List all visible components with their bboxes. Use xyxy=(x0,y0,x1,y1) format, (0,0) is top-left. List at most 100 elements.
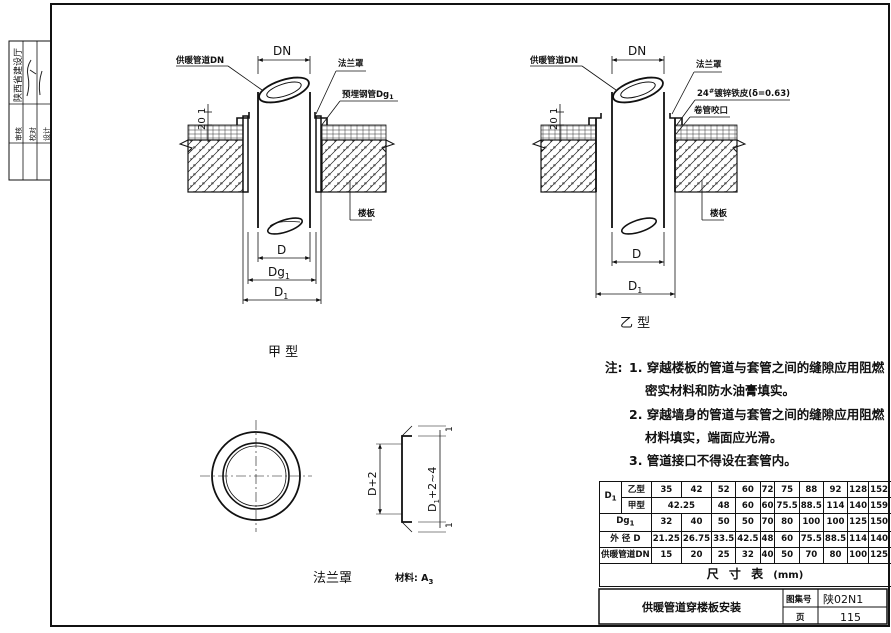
cell-d1-a-4: 75.5 xyxy=(774,497,800,514)
cell-d1-a-9: 180 xyxy=(889,497,891,514)
dim-1-bottom: 1 xyxy=(445,522,455,528)
dim-d-plus-2: D+2 xyxy=(366,471,379,496)
cell-dg1-8: 125 xyxy=(847,513,870,532)
drawing-title: 供暖管道穿楼板安装 xyxy=(641,600,741,614)
cell-dg1-2: 50 xyxy=(711,513,737,532)
dim-dg1: Dg1 xyxy=(268,265,290,281)
table-row: D1 乙型 35 42 52 60 72 75 88 92 128 152 17… xyxy=(598,481,891,514)
dim-20-a: 20 xyxy=(197,117,208,130)
table-row: 甲型 42.25 48 60 60 75.5 88.5 114 140 159 … xyxy=(600,497,891,514)
table-header-d1: D1 xyxy=(598,481,623,514)
cell-dg1-0: 32 xyxy=(650,513,682,532)
dimension-table: D1 乙型 35 42 52 60 72 75 88 92 128 152 17… xyxy=(598,481,891,587)
cell-dn-2: 25 xyxy=(711,546,737,564)
cell-dg1-9: 150 xyxy=(868,513,891,532)
cell-d1-b-1: 42 xyxy=(680,481,713,498)
table-row: 外 径 D 21.25 26.75 33.5 42.5 48 60 75.5 8… xyxy=(599,530,891,548)
side-stamp xyxy=(8,40,52,181)
atlas-label: 图集号 xyxy=(786,594,812,605)
cell-dn-7: 80 xyxy=(822,546,849,564)
cell-dg1-7: 100 xyxy=(822,513,849,532)
note-1b: 密实材料和防水油膏填实。 xyxy=(645,383,796,398)
cell-d1-a-6: 114 xyxy=(822,497,849,514)
label-seam: 卷管咬口 xyxy=(693,105,728,116)
cell-dg1-3: 50 xyxy=(735,513,761,532)
stamp-review: 审核 xyxy=(14,127,23,141)
cell-dn-0: 15 xyxy=(650,546,682,564)
cell-od-0: 21.25 xyxy=(650,530,682,548)
cell-d1-b-4: 72 xyxy=(759,481,776,498)
cell-d1-a-3: 60 xyxy=(759,497,776,514)
dim-20-b: 20 xyxy=(549,117,560,130)
label-flange-cover-a: 法兰罩 xyxy=(338,58,364,69)
page-label: 页 xyxy=(796,613,805,623)
stamp-design: 设计 xyxy=(42,127,51,141)
table-header-dn: 供暖管道DN xyxy=(599,546,652,564)
table-header-type-a: 甲型 xyxy=(621,497,652,514)
dim-d1-a: D1 xyxy=(274,285,288,301)
note-1a: 1. 穿越楼板的管道与套管之间的缝隙应用阻燃 xyxy=(629,360,885,375)
cell-od-2: 33.5 xyxy=(711,530,737,548)
page-number: 115 xyxy=(840,611,861,624)
cell-d1-b-6: 88 xyxy=(798,481,824,498)
table-header-type-b: 乙型 xyxy=(621,481,652,498)
cell-d1-b-7: 92 xyxy=(822,481,849,498)
cell-d1-a-5: 88.5 xyxy=(798,497,824,514)
cell-dn-9: 125 xyxy=(868,546,891,564)
cell-d1-b-2: 52 xyxy=(711,481,737,498)
cell-d1-b-0: 35 xyxy=(650,481,682,498)
table-row: 供暖管道DN 15 20 25 32 40 50 70 80 100 125 1… xyxy=(599,546,891,564)
cell-dn-4: 40 xyxy=(759,546,776,564)
flange-cover-title: 法兰罩 xyxy=(313,571,352,586)
cell-od-5: 60 xyxy=(774,530,800,548)
label-steel-sleeve: 预埋钢管Dg1 xyxy=(342,89,394,101)
note-3: 3. 管道接口不得设在套管内。 xyxy=(629,453,797,468)
cell-od-8: 114 xyxy=(847,530,870,548)
notes-prefix: 注: xyxy=(605,360,623,375)
signature xyxy=(26,59,43,97)
dim-d1-plus-2-4: D1+2~4 xyxy=(426,467,441,512)
cell-dn-6: 70 xyxy=(798,546,824,564)
sheet-border xyxy=(50,3,890,627)
cell-dn-5: 50 xyxy=(774,546,800,564)
stamp-check: 校对 xyxy=(28,127,37,141)
cell-dg1-5: 80 xyxy=(774,513,800,532)
dim-1-b: 1 xyxy=(549,108,560,114)
label-floor-b: 楼板 xyxy=(710,208,728,219)
table-row: Dg1 32 40 50 50 70 80 100 100 125 150 17… xyxy=(599,513,891,532)
cell-d1-a-1: 48 xyxy=(711,497,737,514)
type-b-section: DN 20 1 供暖管道DN 法兰罩 24#镀锌铁皮(δ=0.63) 卷管咬口 … xyxy=(529,44,790,331)
cell-d1-a-2: 60 xyxy=(735,497,761,514)
cell-d1-a-0: 42.25 xyxy=(650,497,713,514)
cell-dg1-6: 100 xyxy=(798,513,824,532)
table-caption-row: 尺 寸 表 (mm) xyxy=(599,562,891,587)
dim-d-a: D xyxy=(277,243,286,257)
cell-d1-b-5: 75 xyxy=(774,481,800,498)
cell-od-3: 42.5 xyxy=(735,530,761,548)
stamp-org: 陕西省建设厅 xyxy=(12,48,24,102)
cell-dg1-1: 40 xyxy=(680,513,713,532)
atlas-number: 陕02N1 xyxy=(823,592,863,606)
label-heat-pipe-b: 供暖管道DN xyxy=(529,55,578,66)
table-caption: 尺 寸 表 (mm) xyxy=(599,562,891,587)
label-galv-sheet: 24#镀锌铁皮(δ=0.63) xyxy=(697,87,790,99)
cell-d1-a-8: 159 xyxy=(868,497,891,514)
cell-od-1: 26.75 xyxy=(680,530,713,548)
type-a-section: DN 20 1 供暖管道DN 法兰罩 预埋钢管Dg1 楼板 D Dg1 D1 甲… xyxy=(175,44,398,360)
label-heat-pipe-a: 供暖管道DN xyxy=(175,55,224,66)
dim-d1-b: D1 xyxy=(628,279,642,295)
dim-d-b: D xyxy=(632,247,641,261)
dim-dn-b: DN xyxy=(628,44,646,58)
table-header-dg1: Dg1 xyxy=(599,513,652,532)
flange-cover-detail: D+2 D1+2~4 1 1 法兰罩 材料: A3 xyxy=(200,420,455,586)
label-flange-cover-b: 法兰罩 xyxy=(696,59,722,70)
dim-1-a: 1 xyxy=(197,108,208,114)
cell-dn-1: 20 xyxy=(680,546,713,564)
type-a-title: 甲 型 xyxy=(268,345,298,360)
cell-od-7: 88.5 xyxy=(822,530,849,548)
note-2b: 材料填实，端面应光滑。 xyxy=(645,430,783,445)
cell-dn-8: 100 xyxy=(847,546,870,564)
cell-dn-3: 32 xyxy=(735,546,761,564)
cell-od-6: 75.5 xyxy=(798,530,824,548)
type-b-title: 乙 型 xyxy=(620,316,650,331)
